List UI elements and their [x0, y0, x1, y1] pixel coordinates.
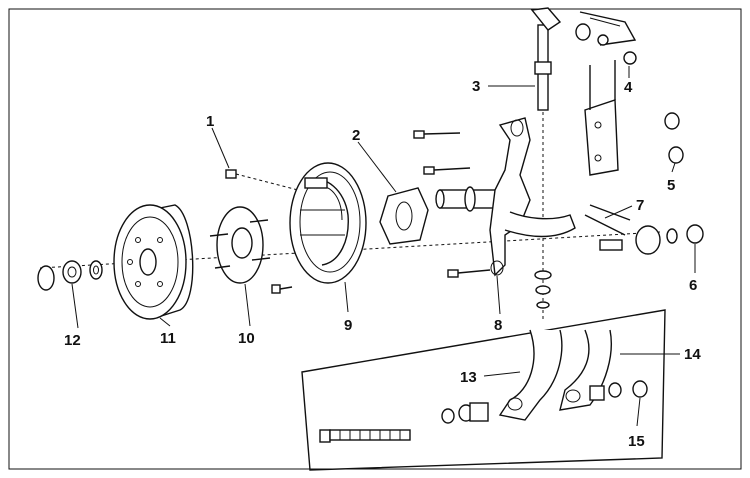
part-12-cap-nut: [37, 260, 103, 291]
callout-11: 11: [160, 330, 176, 347]
callout-4: 4: [624, 79, 633, 96]
callout-10: 10: [238, 330, 255, 347]
callout-14: 14: [684, 346, 701, 363]
outer-frame: [8, 8, 742, 470]
part-10-hub: [209, 206, 271, 284]
leader-lines: [71, 66, 696, 427]
part-3-tie-rod: [530, 7, 591, 111]
part-6-nut: [686, 224, 704, 244]
long-bolt: [319, 429, 411, 443]
inset-bushings: [441, 382, 622, 424]
part-8-knuckle: [489, 117, 576, 277]
callout-13: 13: [460, 369, 477, 386]
callout-15: 15: [628, 433, 645, 450]
lower-hub-bolt: [271, 284, 293, 294]
lower-washers: [534, 270, 552, 309]
part-13-trailing-arm: [498, 329, 563, 421]
callout-1: 1: [206, 113, 214, 130]
callout-7: 7: [636, 197, 644, 214]
callout-6: 6: [689, 277, 697, 294]
part-9-backing-plate: [289, 162, 367, 284]
part-4-stabilizer-link: [579, 11, 637, 65]
callout-12: 12: [64, 332, 81, 349]
part-15-nut: [632, 380, 648, 398]
callout-2: 2: [352, 127, 360, 144]
callout-8: 8: [494, 317, 502, 334]
part-5-bracket: [584, 60, 684, 176]
callout-9: 9: [344, 317, 352, 334]
callout-5: 5: [667, 177, 675, 194]
callout-3: 3: [472, 78, 480, 95]
part-1-bolt: [225, 169, 299, 191]
part-7-bushing: [584, 204, 678, 255]
part-11-brake-drum: [113, 204, 194, 320]
knuckle-bolts: [413, 130, 491, 278]
part-2-flange: [379, 187, 429, 245]
stub-axle: [435, 186, 501, 212]
